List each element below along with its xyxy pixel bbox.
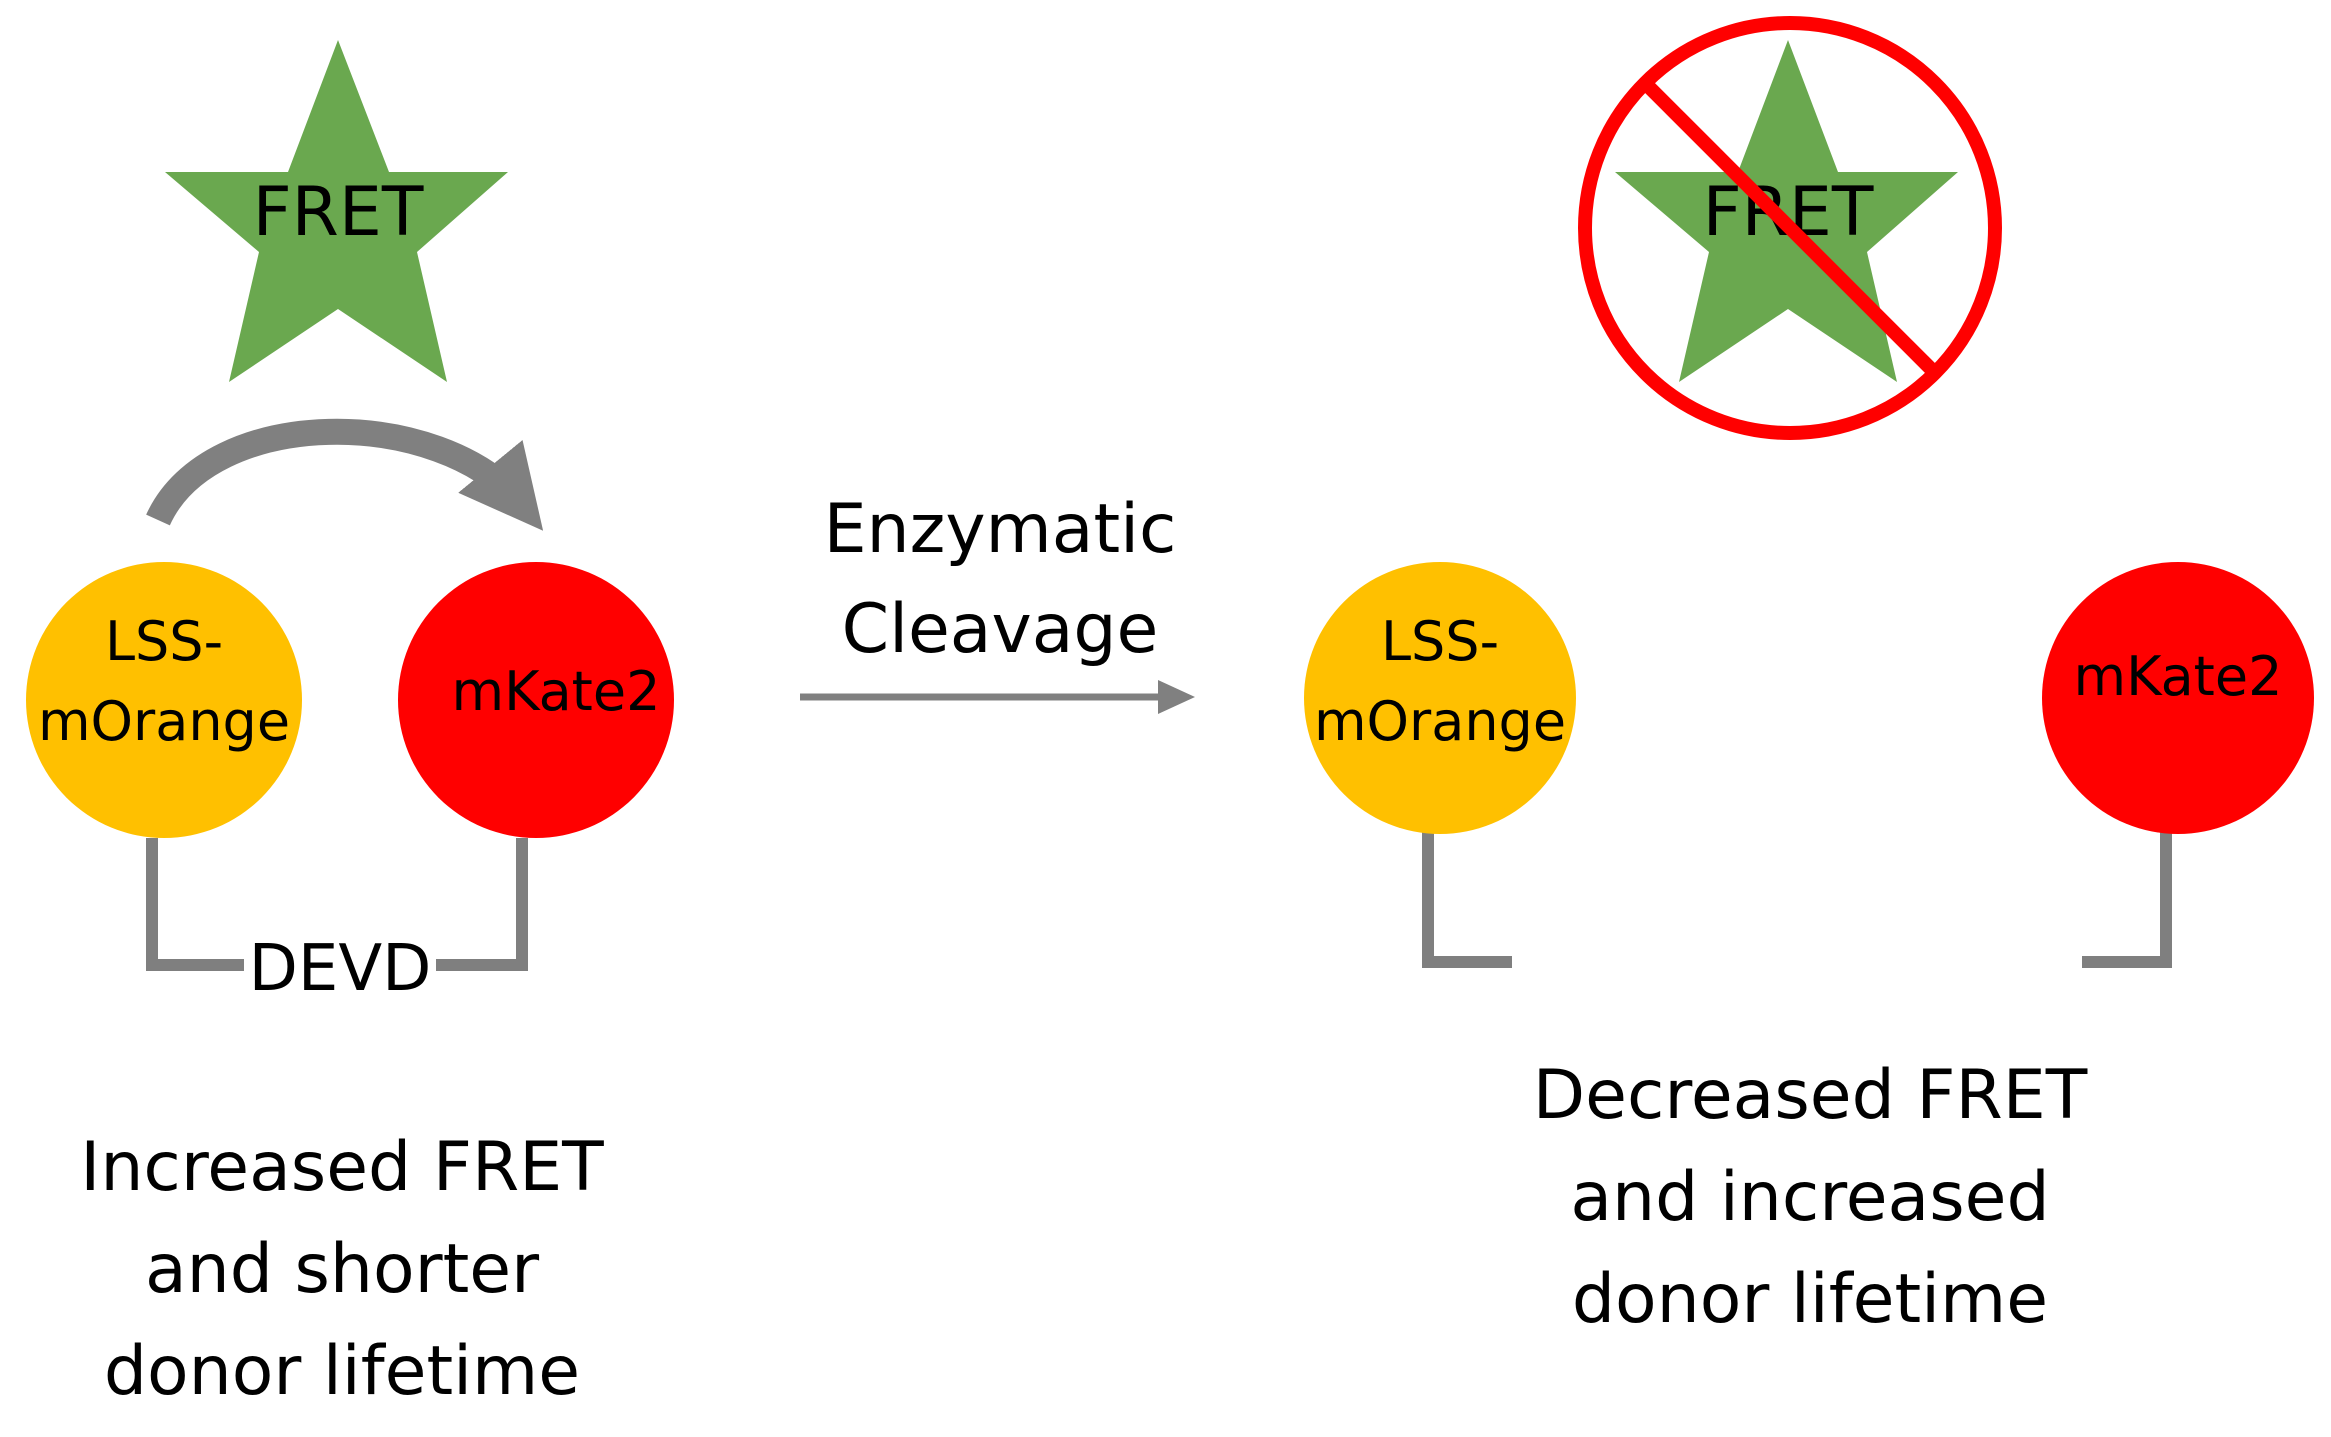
fret-star-crossed [1615, 40, 1958, 382]
left-caption-line3: donor lifetime [104, 1332, 580, 1411]
fret-star-label: FRET [253, 173, 424, 252]
donor-label-line1: LSS- [105, 610, 223, 673]
left-panel: FRET DEVD LSS- mOrange mKate2 Increased … [26, 40, 674, 1411]
right-caption-line1: Decreased FRET [1533, 1056, 2088, 1135]
left-caption-line2: and shorter [145, 1230, 539, 1309]
process-arrow-head [1158, 680, 1195, 714]
process-step: Enzymatic Cleavage [800, 490, 1195, 714]
energy-transfer-arrow [146, 418, 544, 531]
right-panel: FRET LSS- mOrange mKate2 Decreased FRET … [1304, 16, 2314, 1339]
acceptor-label: mKate2 [452, 660, 661, 723]
fret-star [165, 40, 508, 382]
donor-lss-morange [26, 562, 302, 838]
right-caption-line3: donor lifetime [1572, 1260, 2048, 1339]
donor-label-line1: LSS- [1381, 610, 1499, 673]
left-caption-line1: Increased FRET [80, 1128, 604, 1207]
fret-star-crossed-label: FRET [1703, 173, 1874, 252]
process-label-line2: Cleavage [842, 590, 1159, 669]
acceptor-label: mKate2 [2074, 645, 2283, 708]
no-symbol-icon [1578, 16, 2002, 440]
donor-label-line2: mOrange [38, 690, 290, 753]
process-label-line1: Enzymatic [824, 490, 1177, 569]
devd-linker [146, 838, 528, 971]
acceptor-mkate2 [2042, 562, 2314, 834]
devd-label: DEVD [249, 932, 432, 1006]
acceptor-linker-stub [2082, 830, 2172, 968]
right-caption-line2: and increased [1570, 1158, 2049, 1237]
donor-label-line2: mOrange [1314, 690, 1566, 753]
donor-lss-morange [1304, 562, 1576, 834]
donor-linker-stub [1422, 830, 1512, 968]
acceptor-mkate2 [398, 562, 674, 838]
